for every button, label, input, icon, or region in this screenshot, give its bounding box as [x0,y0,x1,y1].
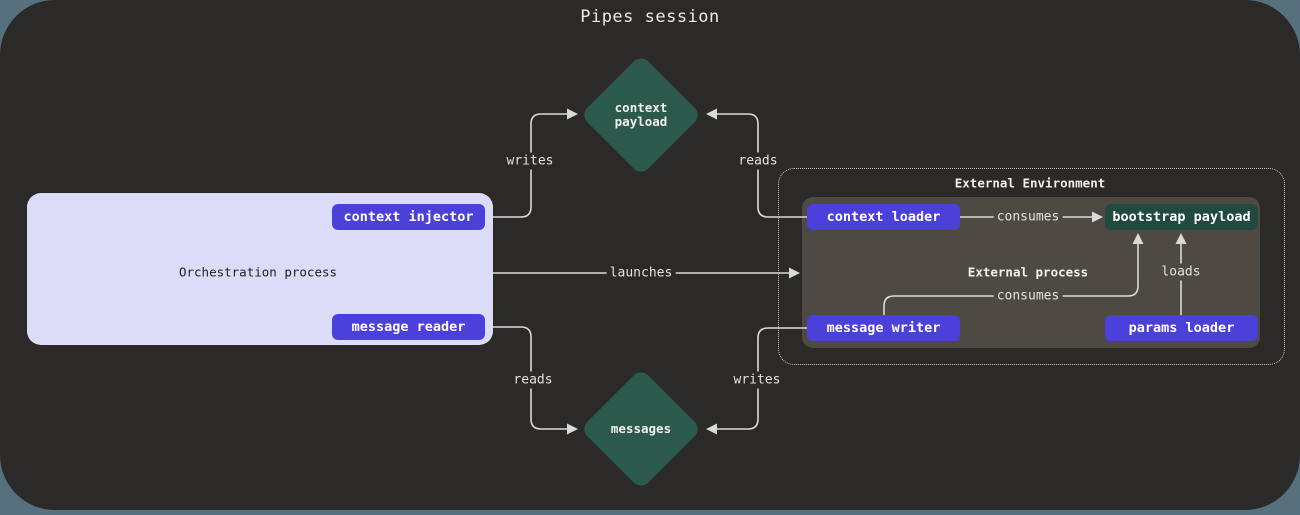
arrowhead-launches [789,267,800,279]
edge-label-consumes-top: consumes [993,208,1063,226]
arrowhead-reads-messages [567,423,578,435]
external-environment-group [778,168,1285,365]
params-loader-node[interactable]: params loader [1105,315,1258,341]
context-loader-node[interactable]: context loader [807,204,960,230]
edge-label-loads: loads [1158,263,1204,281]
message-reader-node[interactable]: message reader [332,314,485,340]
external-process-label: External process [967,264,1089,280]
arrowhead-writes-context-payload [567,108,578,120]
bootstrap-payload-node[interactable]: bootstrap payload [1105,204,1258,230]
diagram-title: Pipes session [580,7,720,27]
edge-label-reads-bottom: reads [510,371,556,389]
edge-label-consumes-bottom: consumes [993,287,1063,305]
orchestration-process-label: Orchestration process [178,264,338,280]
messages-label: messages [610,420,672,436]
context-payload-label: context payload [614,99,668,129]
external-environment-title: External Environment [954,175,1106,191]
arrowhead-loads [1175,233,1187,244]
arrowhead-consumes-bottom [1132,233,1144,244]
context-payload-node[interactable]: context payload [580,54,702,176]
message-writer-node[interactable]: message writer [807,315,960,341]
edge-label-reads-top: reads [735,152,781,170]
arrowhead-consumes-top [1092,211,1103,223]
messages-node[interactable]: messages [580,368,702,490]
arrowhead-writes-messages [706,423,717,435]
edge-label-writes-top: writes [503,152,557,170]
context-injector-node[interactable]: context injector [332,204,485,230]
arrowhead-reads-context-payload [706,108,717,120]
edge-label-launches: launches [606,264,676,282]
edge-label-writes-bottom: writes [730,371,784,389]
